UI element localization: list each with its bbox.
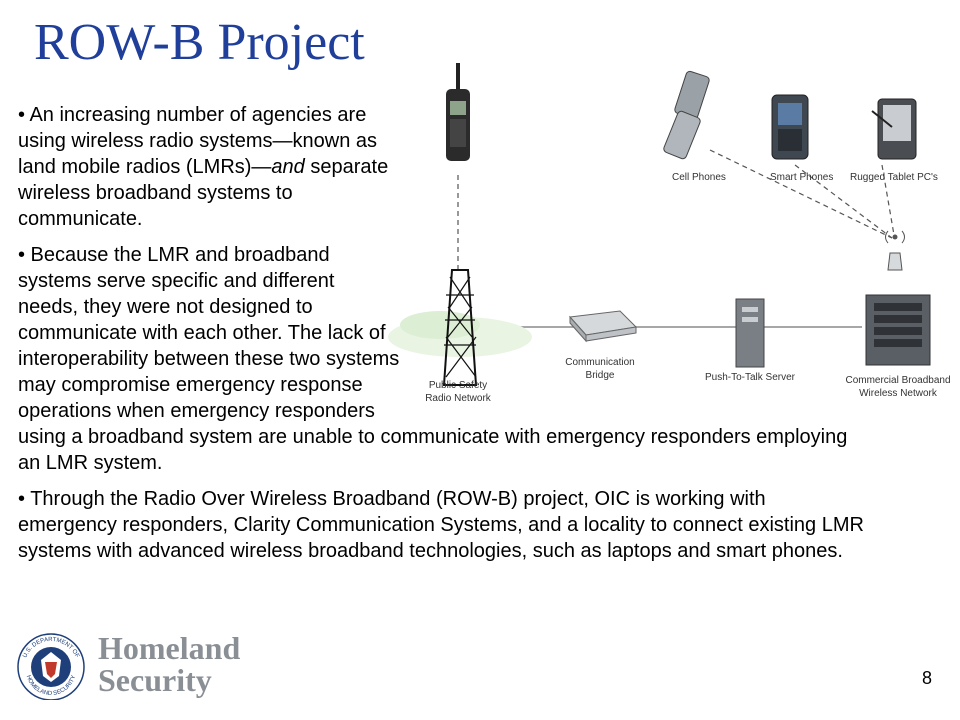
handheld-radio-icon xyxy=(446,63,470,161)
bullet-item: • Because the LMR and broadband systems … xyxy=(18,244,848,474)
bullet-item: • An increasing number of agencies are u… xyxy=(18,104,389,230)
antenna-icon xyxy=(885,230,905,271)
ptt-server-icon xyxy=(735,298,765,368)
dhs-logo: U.S. DEPARTMENT OF HOMELAND SECURITY Hom… xyxy=(14,630,274,702)
page-number: 8 xyxy=(921,668,932,688)
logo-line-security: Security xyxy=(98,662,212,698)
tablet-link-line xyxy=(881,164,895,236)
label-rugged-tablet: Rugged Tablet PC's xyxy=(850,172,938,183)
label-comm-bridge-2: Bridge xyxy=(586,370,615,381)
logo-line-homeland: Homeland xyxy=(98,630,241,666)
radio-tower-icon xyxy=(388,269,532,386)
cell-phone-icon xyxy=(663,70,710,160)
bullet-list: • An increasing number of agencies are u… xyxy=(18,102,868,574)
label-public-safety-2: Radio Network xyxy=(425,393,492,404)
smart-phone-icon xyxy=(771,94,809,160)
label-commercial-1: Commercial Broadband xyxy=(845,375,950,386)
dhs-seal-icon: U.S. DEPARTMENT OF HOMELAND SECURITY xyxy=(17,633,85,700)
label-smart-phones: Smart Phones xyxy=(770,172,833,183)
communication-bridge-icon xyxy=(568,310,638,343)
wireless-links xyxy=(457,149,895,270)
rugged-tablet-icon xyxy=(871,98,917,160)
label-public-safety-1: Public Safety xyxy=(429,380,487,391)
smartphone-link-line xyxy=(794,164,893,239)
network-diagram: Cell Phones Smart Phones Rugged Tablet P… xyxy=(388,63,951,404)
cellphone-link-line xyxy=(709,149,893,239)
logo-text: Homeland Security xyxy=(98,632,240,696)
label-ptt-server: Push-To-Talk Server xyxy=(705,372,796,383)
label-cell-phones: Cell Phones xyxy=(672,172,726,183)
slide-title: ROW-B Project xyxy=(34,14,365,71)
server-rack-icon xyxy=(865,294,931,366)
label-comm-bridge-1: Communication xyxy=(565,357,634,368)
label-commercial-2: Wireless Network xyxy=(859,388,938,399)
bullet-item: • Through the Radio Over Wireless Broadb… xyxy=(18,488,864,562)
